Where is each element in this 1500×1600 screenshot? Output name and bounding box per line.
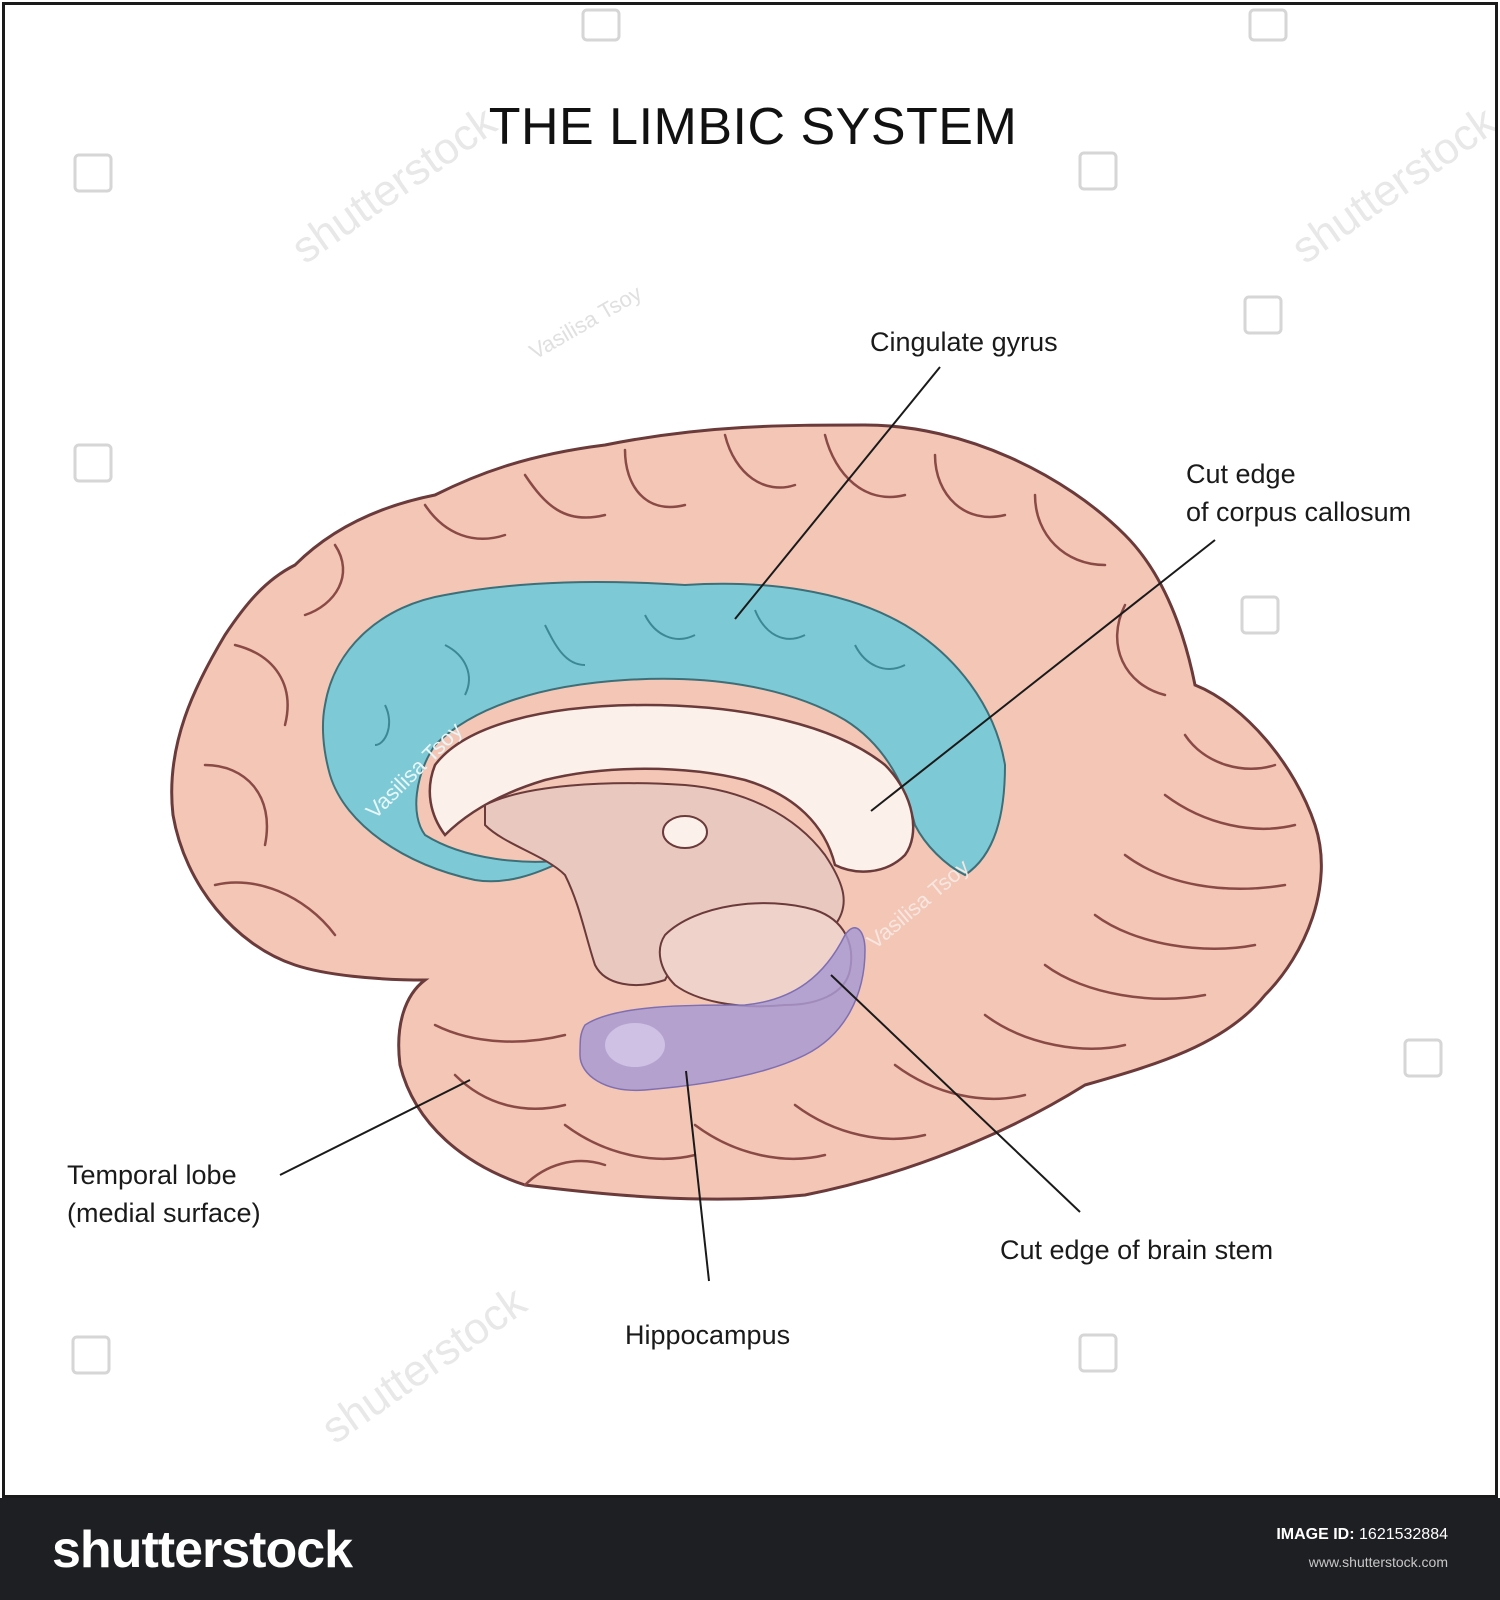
image-id: IMAGE ID: 1621532884 [1276, 1526, 1448, 1544]
footer-brand-logo: shutterstock [52, 1521, 353, 1579]
leader-line-brainstem [830, 974, 1081, 1213]
cortex-folds [203, 433, 1297, 1187]
diagram-frame: THE LIMBIC SYSTEM shutterstock shutterst… [2, 2, 1498, 1498]
cingulate-folds [374, 609, 906, 746]
leader-line-cingulate [734, 366, 941, 620]
leader-line-hippocampus [685, 1070, 710, 1282]
label-cingulate-gyrus: Cingulate gyrus [870, 327, 1058, 357]
image-id-value: 1621532884 [1359, 1526, 1448, 1543]
watermark-author-left: Vasilisa Tsoy [361, 717, 467, 823]
image-id-label: IMAGE ID: [1276, 1526, 1355, 1543]
label-brain-stem: Cut edge of brain stem [1000, 1235, 1274, 1265]
label-corpus-callosum-line1: Cut edge [1186, 459, 1296, 489]
watermark-text-layer: Vasilisa Tsoy Vasilisa Tsoy Vasilisa Tso… [361, 280, 974, 954]
leader-line-corpus-callosum [870, 539, 1216, 812]
label-corpus-callosum: Cut edge of corpus callosum [1186, 455, 1411, 531]
footer-bar: shutterstock IMAGE ID: 1621532884 www.sh… [0, 1498, 1500, 1600]
watermark-author-right: Vasilisa Tsoy [862, 854, 974, 954]
interthalamic-adhesion [662, 815, 708, 849]
watermark-author-top: Vasilisa Tsoy [525, 280, 646, 364]
label-temporal-lobe: Temporal lobe (medial surface) [67, 1156, 261, 1232]
hippocampus-highlight [605, 1023, 665, 1067]
cingulate-gyrus-region [321, 581, 1007, 883]
brain-illustration: shutterstock shutterstock shutterstock [71, 8, 1495, 1453]
label-temporal-lobe-line1: Temporal lobe [67, 1160, 237, 1190]
corpus-callosum [428, 703, 915, 873]
label-hippocampus: Hippocampus [625, 1320, 791, 1350]
footer-site-url: www.shutterstock.com [1308, 1554, 1448, 1570]
label-corpus-callosum-line2: of corpus callosum [1186, 497, 1412, 527]
leader-line-temporal-lobe [279, 1079, 471, 1176]
label-temporal-lobe-line2: (medial surface) [67, 1198, 261, 1228]
leader-lines [279, 366, 1216, 1282]
page-title: THE LIMBIC SYSTEM [488, 98, 1018, 156]
